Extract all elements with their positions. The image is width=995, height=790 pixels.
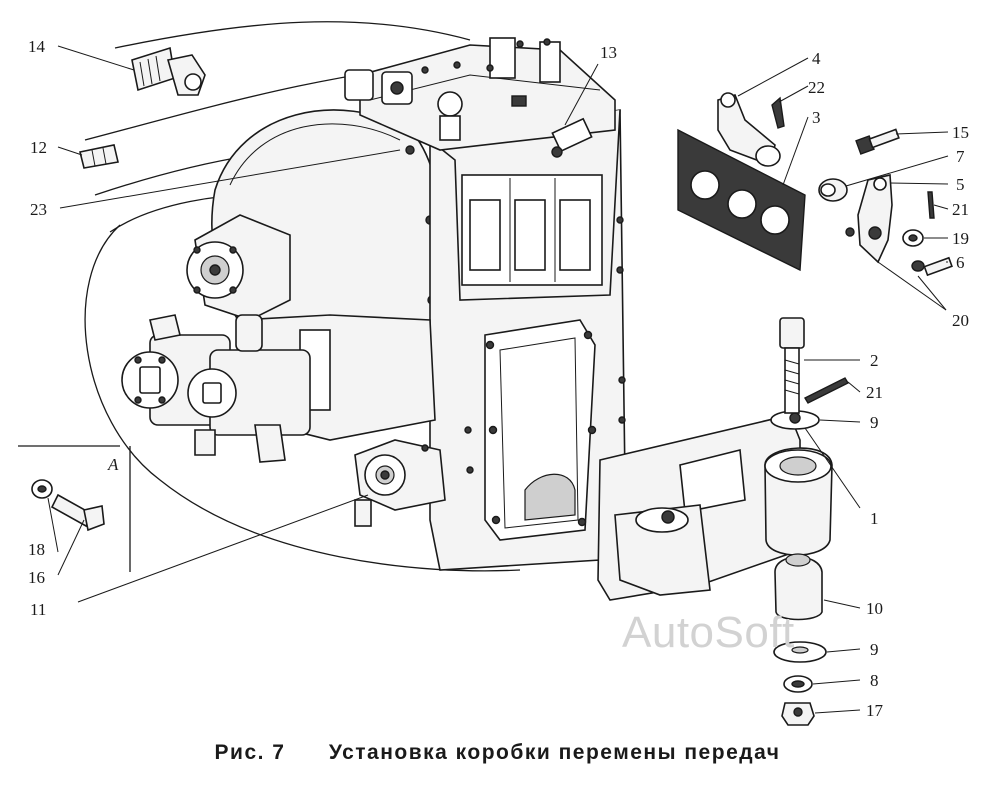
callout-8: 8 <box>870 671 879 690</box>
figure-title: Установка коробки перемены передач <box>328 741 781 764</box>
figure-number: Рис. 7 <box>214 741 286 764</box>
callout-17: 17 <box>866 701 884 720</box>
mounting-bracket <box>597 317 849 726</box>
callout-labels: 14 12 23 13 4 22 3 15 7 5 21 19 6 20 2 2… <box>28 37 969 720</box>
view-a-label: A <box>107 455 119 474</box>
callout-7: 7 <box>956 147 965 166</box>
leader-lines <box>47 45 949 714</box>
view-a-inset <box>18 445 131 572</box>
gearbox-top-cover <box>344 37 616 158</box>
callout-12: 12 <box>30 138 47 157</box>
callout-19: 19 <box>952 229 969 248</box>
watermark: AutoSoft <box>622 608 795 657</box>
callout-3: 3 <box>812 108 821 127</box>
callout-11: 11 <box>30 600 46 619</box>
callout-20: 20 <box>952 311 969 330</box>
callout-23: 23 <box>30 200 47 219</box>
callout-21-lower: 21 <box>866 383 883 402</box>
callout-5: 5 <box>956 175 965 194</box>
callout-9-lower: 9 <box>870 640 879 659</box>
callout-10: 10 <box>866 599 883 618</box>
callout-4: 4 <box>812 49 821 68</box>
callout-14: 14 <box>28 37 46 56</box>
shift-lever-parts <box>677 92 953 277</box>
callout-1: 1 <box>870 509 879 528</box>
callout-21-upper: 21 <box>952 200 969 219</box>
left-top-parts <box>79 46 206 169</box>
callout-6: 6 <box>956 253 965 272</box>
callout-9-upper: 9 <box>870 413 879 432</box>
callout-15: 15 <box>952 123 969 142</box>
callout-13: 13 <box>600 43 617 62</box>
left-accessories <box>121 214 446 527</box>
callout-16: 16 <box>28 568 45 587</box>
callout-22: 22 <box>808 78 825 97</box>
callout-18: 18 <box>28 540 45 559</box>
figure-caption: Рис. 7 Установка коробки перемены переда… <box>0 741 995 765</box>
callout-2: 2 <box>870 351 879 370</box>
gearbox-body <box>429 109 626 571</box>
